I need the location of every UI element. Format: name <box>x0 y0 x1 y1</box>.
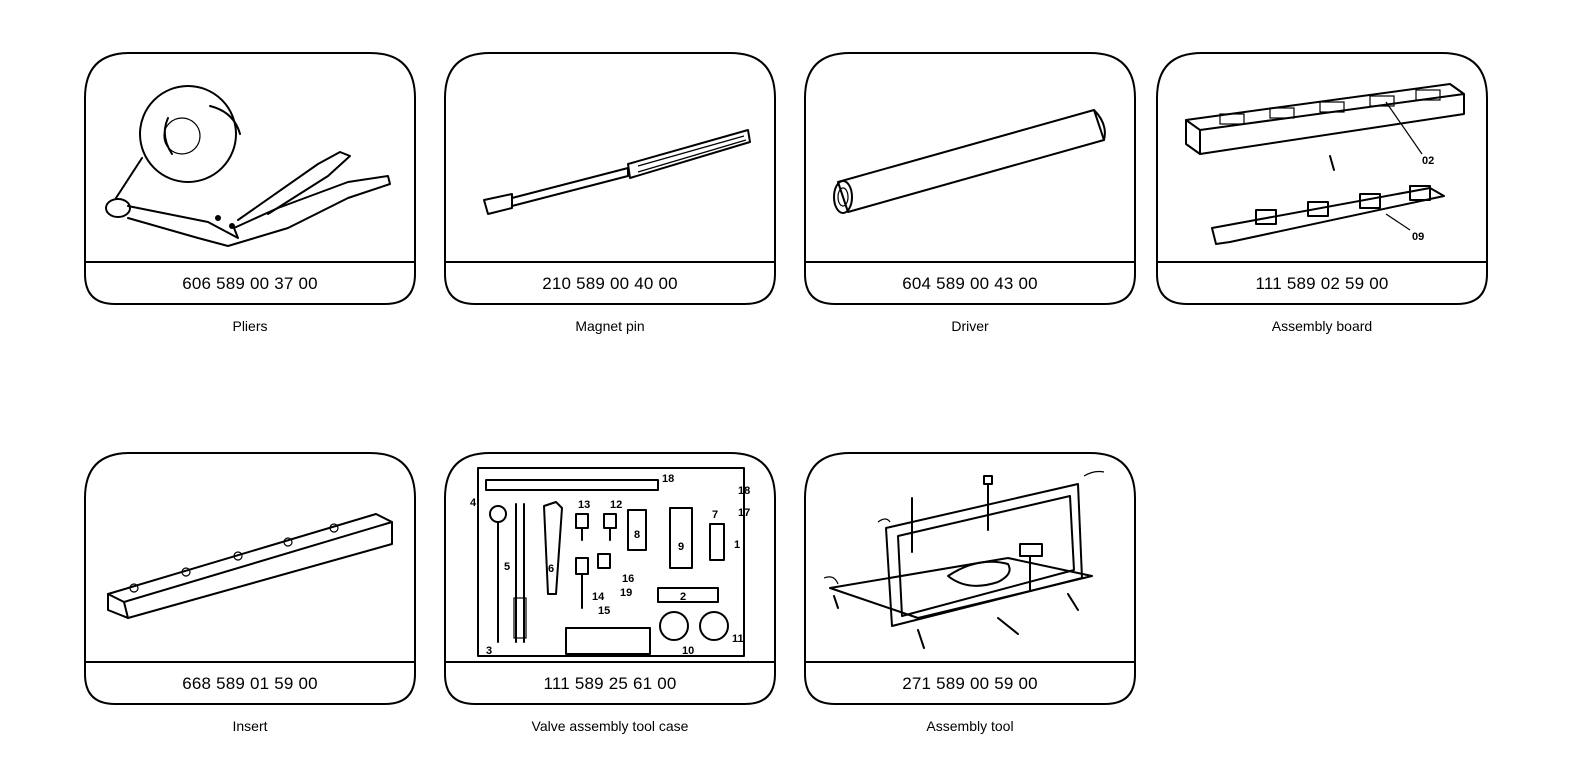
tool-card-assembly-tool: 271 589 00 59 00 Assembly tool <box>804 452 1136 734</box>
part-number: 604 589 00 43 00 <box>902 274 1038 293</box>
tool-case-illustration: 4 3 5 6 8 9 1 2 13 12 14 16 19 15 18 18 … <box>470 467 750 657</box>
frame-border <box>444 52 776 305</box>
callout-19: 19 <box>620 587 632 599</box>
assembly-board-illustration: 02 09 <box>1185 83 1465 245</box>
frame-border <box>1156 52 1488 305</box>
tool-card-magnet-pin: 210 589 00 40 00 Magnet pin <box>444 52 776 334</box>
part-number: 210 589 00 40 00 <box>542 274 678 293</box>
callout-11: 11 <box>732 633 744 645</box>
frame-border <box>444 452 776 705</box>
tool-caption: Driver <box>951 318 989 334</box>
callout-4: 4 <box>470 497 477 509</box>
tool-frame: 604 589 00 43 00 <box>804 52 1136 308</box>
callout-12: 12 <box>610 499 622 511</box>
callout-13: 13 <box>578 499 590 511</box>
callout-16: 16 <box>622 573 634 585</box>
part-number: 606 589 00 37 00 <box>182 274 318 293</box>
pliers-illustration <box>105 85 391 247</box>
tool-frame: 4 3 5 6 8 9 1 2 13 12 14 16 19 15 18 18 … <box>444 452 776 708</box>
part-number: 111 589 25 61 00 <box>543 674 677 693</box>
tool-card-driver: 604 589 00 43 00 Driver <box>804 52 1136 334</box>
tool-card-assembly-board: 02 09 111 589 02 59 00 Assembly board <box>1156 52 1488 334</box>
tool-caption: Assembly tool <box>926 718 1014 734</box>
frame-border <box>804 452 1136 705</box>
callout-15: 15 <box>598 605 610 617</box>
tool-frame: 02 09 111 589 02 59 00 <box>1156 52 1488 308</box>
callout-2: 2 <box>680 591 686 603</box>
callout-5: 5 <box>504 561 510 573</box>
callout-10: 10 <box>682 645 694 657</box>
frame-border <box>84 452 416 705</box>
callout-8: 8 <box>634 529 640 541</box>
tool-caption: Insert <box>232 718 268 734</box>
callout-3: 3 <box>486 645 492 657</box>
callout-17: 17 <box>738 507 750 519</box>
callout-7: 7 <box>712 509 718 521</box>
tool-caption: Pliers <box>232 318 268 334</box>
tool-caption: Valve assembly tool case <box>531 718 689 734</box>
callout-9: 9 <box>678 541 684 553</box>
callout-18: 18 <box>662 473 674 485</box>
callout-6: 6 <box>548 563 554 575</box>
assembly-tool-illustration <box>823 470 1105 649</box>
tool-caption: Assembly board <box>1271 318 1373 334</box>
driver-illustration <box>833 109 1106 214</box>
callout-09: 09 <box>1412 231 1424 243</box>
tool-caption: Magnet pin <box>575 318 645 334</box>
part-number: 668 589 01 59 00 <box>182 674 318 693</box>
tool-frame: 271 589 00 59 00 <box>804 452 1136 708</box>
part-number: 111 589 02 59 00 <box>1255 274 1389 293</box>
tool-frame: 606 589 00 37 00 <box>84 52 416 308</box>
tool-card-valve-assembly-tool-case: 4 3 5 6 8 9 1 2 13 12 14 16 19 15 18 18 … <box>444 452 776 734</box>
callout-14: 14 <box>592 591 605 603</box>
frame-border <box>804 52 1136 305</box>
frame-border <box>84 52 416 305</box>
callout-18b: 18 <box>738 485 750 497</box>
tool-card-insert: 668 589 01 59 00 Insert <box>84 452 416 734</box>
magnet-pin-illustration <box>483 129 751 215</box>
tool-card-pliers: 606 589 00 37 00 Pliers <box>84 52 416 334</box>
insert-illustration <box>107 513 393 619</box>
tool-frame: 210 589 00 40 00 <box>444 52 776 308</box>
callout-1: 1 <box>734 539 740 551</box>
part-number: 271 589 00 59 00 <box>902 674 1038 693</box>
callout-02: 02 <box>1422 155 1434 167</box>
tool-frame: 668 589 01 59 00 <box>84 452 416 708</box>
